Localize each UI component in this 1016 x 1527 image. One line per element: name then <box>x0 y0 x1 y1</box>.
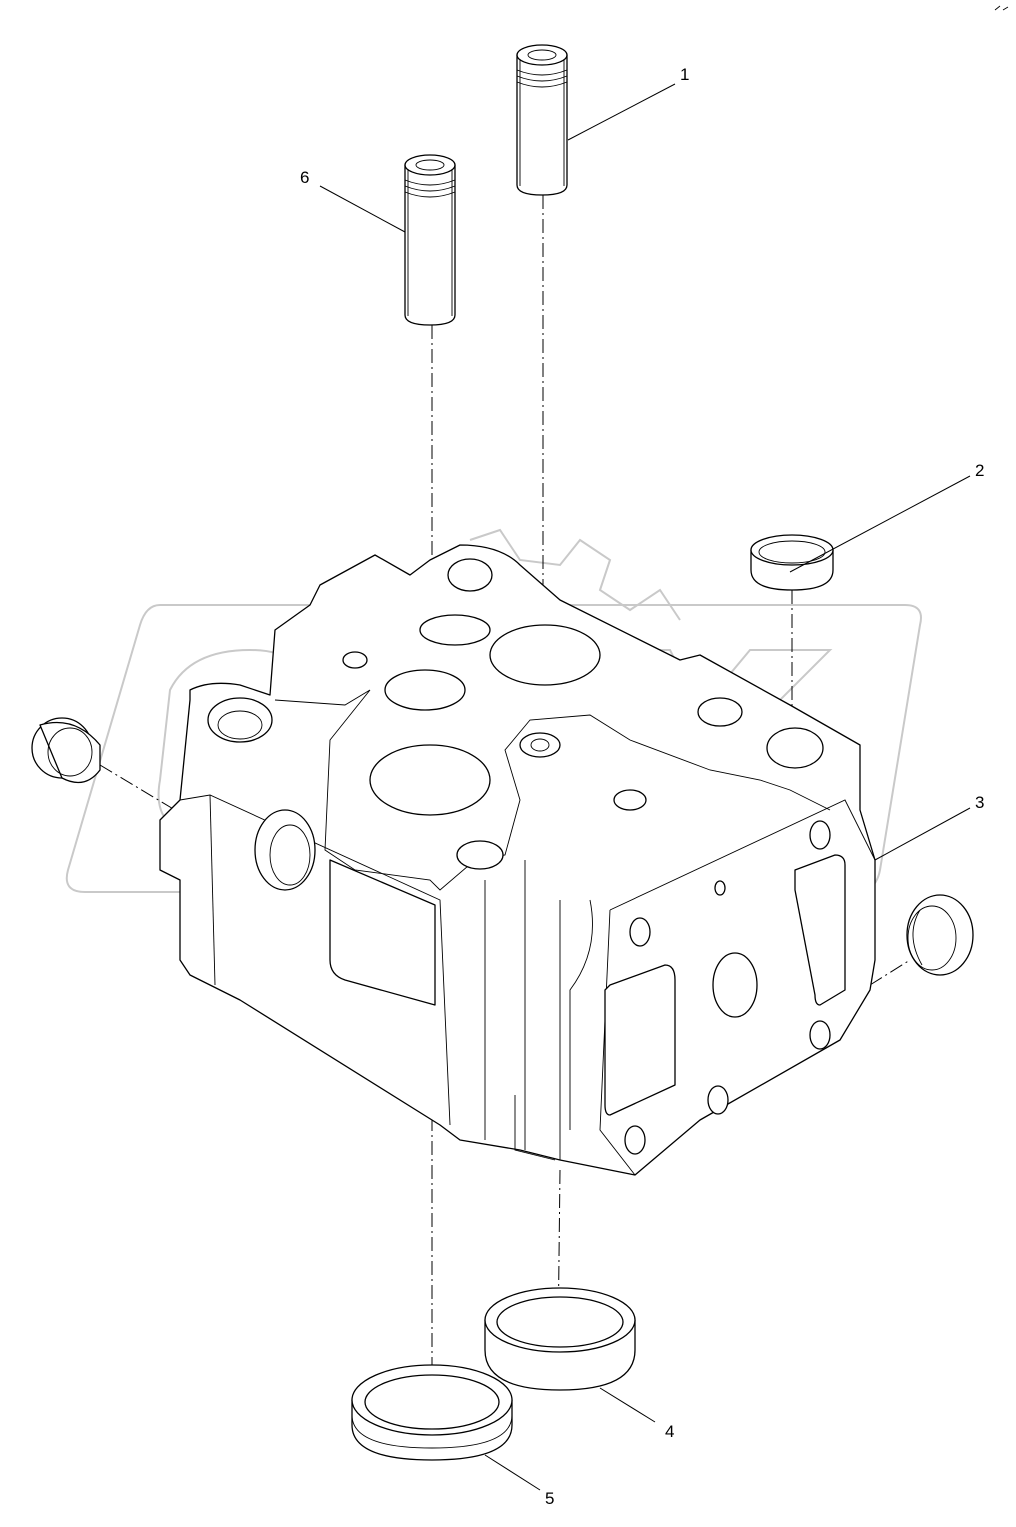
callout-3: 3 <box>975 793 984 812</box>
callout-labels: 1 2 3 4 5 6 <box>300 65 984 1508</box>
side-plug-right[interactable] <box>906 894 974 976</box>
callout-4: 4 <box>665 1422 674 1441</box>
part-1-valve-guide[interactable] <box>516 44 568 196</box>
part-3-cylinder-head[interactable] <box>159 544 876 1176</box>
part-2-plug[interactable] <box>750 534 834 591</box>
leader-lines <box>319 83 971 1491</box>
part-4-valve-seat-ring[interactable] <box>484 1287 636 1391</box>
callout-6: 6 <box>300 168 309 187</box>
part-6-valve-guide[interactable] <box>404 154 456 326</box>
callout-5: 5 <box>545 1489 554 1508</box>
callout-2: 2 <box>975 461 984 480</box>
part-5-valve-seat-ring[interactable] <box>351 1364 513 1461</box>
corner-mark <box>994 5 1009 11</box>
side-plug-left[interactable] <box>31 717 101 784</box>
callout-1: 1 <box>680 65 689 84</box>
